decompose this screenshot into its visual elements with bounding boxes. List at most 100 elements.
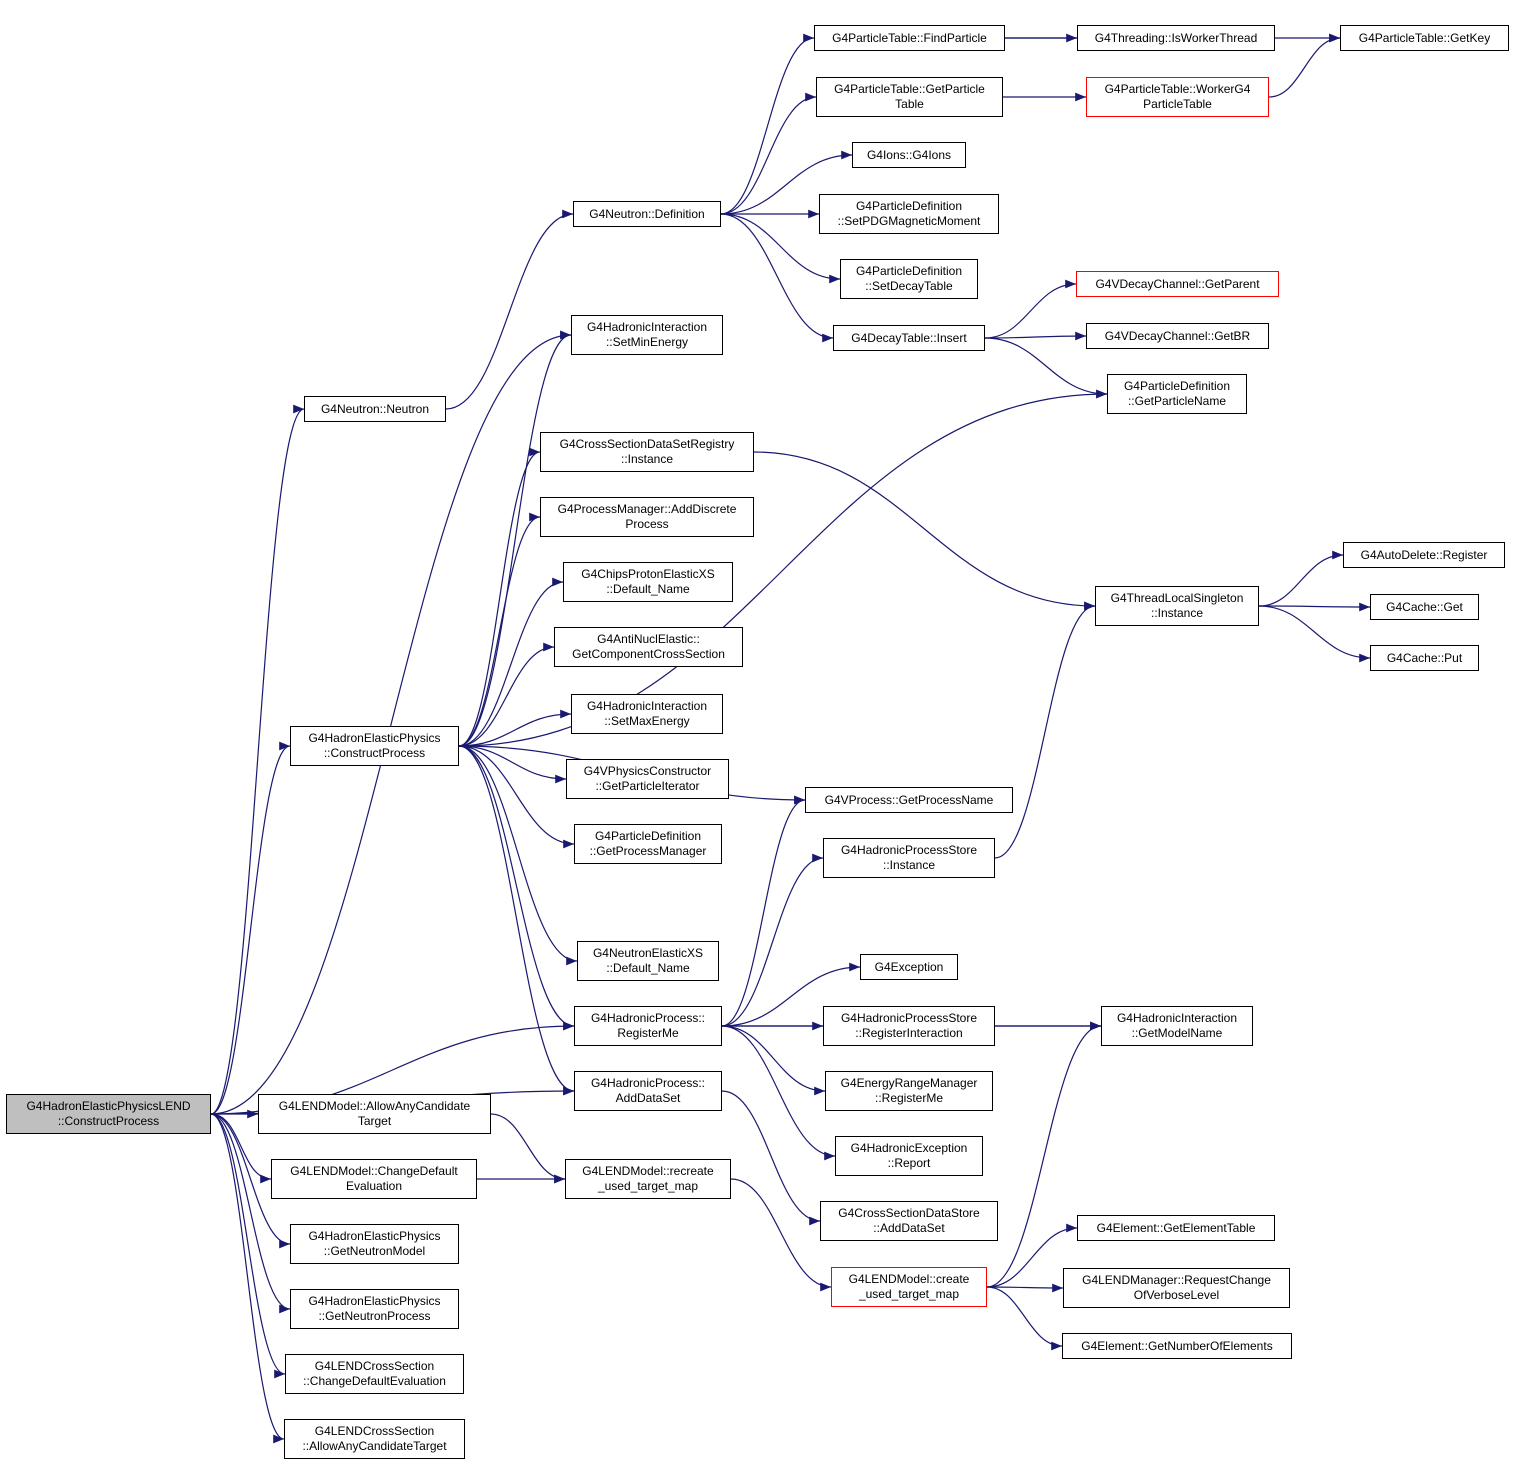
node-label-line: G4Exception xyxy=(874,959,944,974)
node-label-line: G4ParticleTable::WorkerG4 xyxy=(1104,82,1251,96)
node-label-line: Process xyxy=(625,517,669,531)
node-pt-getkey[interactable]: G4ParticleTable::GetKey xyxy=(1340,25,1509,51)
node-vdc-getparent[interactable]: G4VDecayChannel::GetParent xyxy=(1076,271,1279,297)
call-edge xyxy=(753,451,1096,611)
node-label-line: ::GetParticleIterator xyxy=(595,779,700,793)
node-lend-create[interactable]: G4LENDModel::create_used_target_map xyxy=(831,1267,987,1307)
call-edge xyxy=(984,331,1087,341)
node-antinucl[interactable]: G4AntiNuclElastic::GetComponentCrossSect… xyxy=(554,627,743,667)
call-edge xyxy=(458,745,567,784)
call-edge xyxy=(458,709,572,747)
node-chips-default[interactable]: G4ChipsProtonElasticXS::Default_Name xyxy=(563,562,733,602)
node-label-line: G4AutoDelete::Register xyxy=(1360,547,1488,562)
node-label-line: G4ProcessManager::AddDiscrete xyxy=(557,502,737,516)
node-neutron-definition[interactable]: G4Neutron::Definition xyxy=(573,201,721,227)
call-edge xyxy=(984,279,1077,339)
call-edge xyxy=(210,404,305,1115)
call-edge xyxy=(986,1283,1064,1293)
node-nexs-default[interactable]: G4NeutronElasticXS::Default_Name xyxy=(577,941,719,981)
node-vdc-getbr[interactable]: G4VDecayChannel::GetBR xyxy=(1086,323,1269,349)
node-label-line: G4ParticleTable::FindParticle xyxy=(832,30,987,45)
call-edge xyxy=(720,92,817,215)
node-hexc-report[interactable]: G4HadronicException::Report xyxy=(835,1136,983,1176)
node-label-line: G4HadronicProcessStore xyxy=(840,1011,978,1025)
node-label-line: G4HadronicInteraction xyxy=(586,320,708,334)
node-g4exception[interactable]: G4Exception xyxy=(860,954,958,980)
node-ions-g4ions[interactable]: G4Ions::G4Ions xyxy=(852,142,966,168)
node-hp-registerme[interactable]: G4HadronicProcess::RegisterMe xyxy=(574,1006,722,1046)
node-erm-registerme[interactable]: G4EnergyRangeManager::RegisterMe xyxy=(825,1071,993,1111)
node-label-line: G4EnergyRangeManager xyxy=(840,1076,978,1090)
node-label-line: G4DecayTable::Insert xyxy=(851,330,967,345)
call-edge xyxy=(1258,602,1371,612)
node-label-line: G4HadronicException xyxy=(850,1141,968,1155)
node-label-line: ::Instance xyxy=(1150,606,1204,620)
node-label-line: ::SetPDGMagneticMoment xyxy=(837,214,981,228)
node-pd-getprocessmanager[interactable]: G4ParticleDefinition::GetProcessManager xyxy=(574,824,722,864)
node-hi-getmodelname[interactable]: G4HadronicInteraction::GetModelName xyxy=(1101,1006,1253,1046)
node-label-line: G4Threading::IsWorkerThread xyxy=(1094,30,1258,45)
node-xsreg-instance[interactable]: G4CrossSectionDataSetRegistry::Instance xyxy=(540,432,754,472)
node-label-line: ::ChangeDefaultEvaluation xyxy=(303,1374,446,1388)
node-hep-getneutronprocess[interactable]: G4HadronElasticPhysics::GetNeutronProces… xyxy=(290,1289,459,1329)
node-lendxs-allowany[interactable]: G4LENDCrossSection::AllowAnyCandidateTar… xyxy=(284,1419,465,1459)
node-dt-insert[interactable]: G4DecayTable::Insert xyxy=(833,325,985,351)
call-edge xyxy=(721,1025,836,1161)
node-hps-instance[interactable]: G4HadronicProcessStore::Instance xyxy=(823,838,995,878)
node-label-line: G4ParticleDefinition xyxy=(855,199,963,213)
node-cache-put[interactable]: G4Cache::Put xyxy=(1370,645,1479,671)
node-vpc-getparticleit[interactable]: G4VPhysicsConstructor::GetParticleIterat… xyxy=(566,759,729,799)
node-hps-registerint[interactable]: G4HadronicProcessStore::RegisterInteract… xyxy=(823,1006,995,1046)
node-lendxs-changedef[interactable]: G4LENDCrossSection::ChangeDefaultEvaluat… xyxy=(285,1354,464,1394)
node-label-line: AddDataSet xyxy=(615,1091,681,1105)
call-edge xyxy=(986,1021,1102,1288)
node-cache-get[interactable]: G4Cache::Get xyxy=(1370,594,1479,620)
node-pd-setpdgmag[interactable]: G4ParticleDefinition::SetPDGMagneticMome… xyxy=(819,194,999,234)
node-hi-setmin[interactable]: G4HadronicInteraction::SetMinEnergy xyxy=(571,315,723,355)
call-edge xyxy=(458,745,575,1096)
node-hep-construct[interactable]: G4HadronElasticPhysics::ConstructProcess xyxy=(290,726,459,766)
call-edge xyxy=(458,447,541,747)
call-edge xyxy=(210,741,291,1115)
node-elem-gettable[interactable]: G4Element::GetElementTable xyxy=(1077,1215,1275,1241)
node-label-line: ::GetModelName xyxy=(1131,1026,1223,1040)
call-edge xyxy=(720,213,841,284)
call-edge xyxy=(1258,605,1371,663)
node-threading-isworker[interactable]: G4Threading::IsWorkerThread xyxy=(1077,25,1275,51)
node-pt-findparticle[interactable]: G4ParticleTable::FindParticle xyxy=(814,25,1005,51)
node-vproc-getname[interactable]: G4VProcess::GetProcessName xyxy=(805,787,1013,813)
node-label-line: G4HadronicProcessStore xyxy=(840,843,978,857)
call-edge xyxy=(445,209,574,410)
node-hp-adddataset[interactable]: G4HadronicProcess::AddDataSet xyxy=(574,1071,722,1111)
node-label-line: ::Default_Name xyxy=(606,582,690,596)
node-label-line: G4AntiNuclElastic:: xyxy=(597,632,700,646)
call-edge xyxy=(1268,33,1341,98)
node-hep-getneutronmodel[interactable]: G4HadronElasticPhysics::GetNeutronModel xyxy=(290,1224,459,1264)
node-lend-recreate[interactable]: G4LENDModel::recreate_used_target_map xyxy=(565,1159,731,1199)
node-label-line: G4NeutronElasticXS xyxy=(592,946,704,960)
node-label-line: G4HadronElasticPhysicsLEND xyxy=(26,1099,191,1113)
call-edge xyxy=(210,1113,286,1379)
node-label-line: G4HadronicInteraction xyxy=(586,699,708,713)
node-xsstore-adddataset[interactable]: G4CrossSectionDataStore::AddDataSet xyxy=(820,1201,998,1241)
node-label-line: G4LENDCrossSection xyxy=(314,1424,435,1438)
node-label-line: G4VDecayChannel::GetParent xyxy=(1095,276,1260,291)
node-autodelete-register[interactable]: G4AutoDelete::Register xyxy=(1343,542,1505,568)
call-edge xyxy=(730,1178,832,1292)
node-pd-setdecaytable[interactable]: G4ParticleDefinition::SetDecayTable xyxy=(840,259,978,299)
node-tls-instance[interactable]: G4ThreadLocalSingleton::Instance xyxy=(1095,586,1259,626)
node-hi-setmax[interactable]: G4HadronicInteraction::SetMaxEnergy xyxy=(571,694,723,734)
node-label-line: ::AddDataSet xyxy=(873,1221,945,1235)
node-elem-getnumber[interactable]: G4Element::GetNumberOfElements xyxy=(1062,1333,1292,1359)
node-label-line: Evaluation xyxy=(345,1179,403,1193)
node-pd-getparticlename[interactable]: G4ParticleDefinition::GetParticleName xyxy=(1107,374,1247,414)
node-neutron-neutron[interactable]: G4Neutron::Neutron xyxy=(304,396,446,422)
call-edge xyxy=(458,745,575,1031)
